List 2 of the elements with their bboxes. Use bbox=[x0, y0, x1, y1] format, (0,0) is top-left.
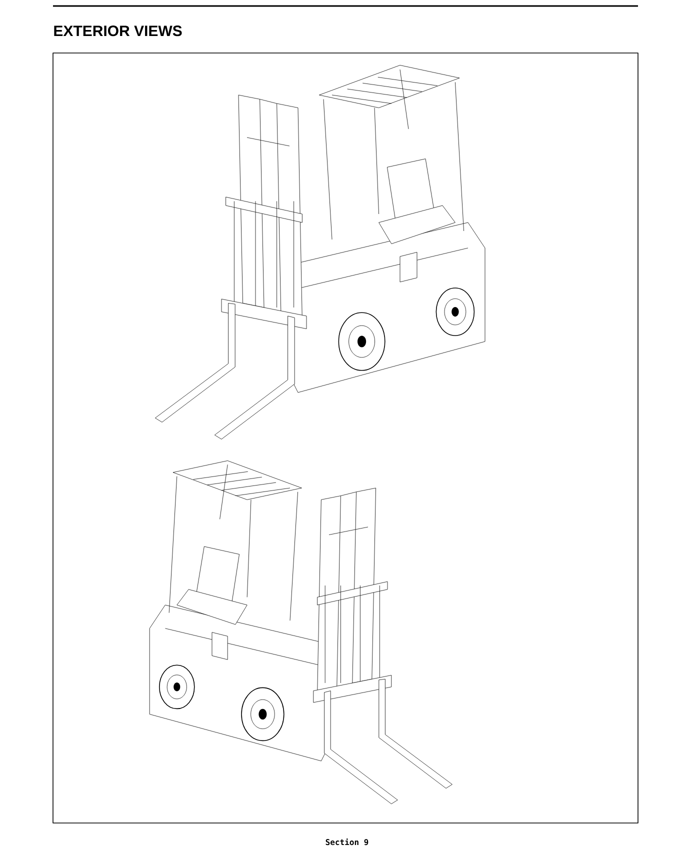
page-footer: Section 9 bbox=[326, 838, 368, 846]
page-title: EXTERIOR VIEWS bbox=[54, 26, 182, 36]
